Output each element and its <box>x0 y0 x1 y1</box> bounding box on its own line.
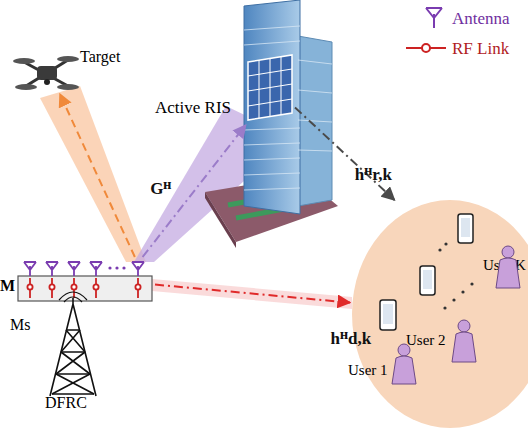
base-station-tower <box>50 292 96 396</box>
direct-beam <box>152 279 352 309</box>
legend-sample <box>404 36 448 62</box>
node-label: User K <box>483 257 526 274</box>
building <box>205 0 338 248</box>
node-label: Active RIS <box>155 99 231 118</box>
rf-link-symbol <box>406 47 446 49</box>
ris-user-channel <box>295 108 395 201</box>
node-label: DFRC <box>45 394 87 412</box>
node-label: User 1 <box>348 362 388 379</box>
ris-panel <box>248 55 292 120</box>
target-node: Target <box>10 42 138 94</box>
antenna-array-node: M <box>0 257 155 303</box>
ris-node: Active RIS <box>150 55 295 125</box>
node-label: Target <box>80 48 120 66</box>
node-label: Ms <box>10 316 30 334</box>
direct-channel <box>155 285 350 303</box>
legend-sample <box>420 4 464 30</box>
rf-link-node <box>422 44 430 52</box>
user-node: User K <box>483 257 528 277</box>
sensing-link <box>60 94 135 257</box>
sensing-beam <box>40 86 146 262</box>
phone-icon <box>380 214 473 330</box>
legend-label: Antenna <box>452 10 510 27</box>
legend-label: RF Link <box>452 40 509 57</box>
user-node: User 2 <box>406 332 456 352</box>
channel-label: hᴴr,k <box>355 166 392 183</box>
base-station-node: MsDFRC <box>5 300 115 415</box>
antenna-symbol <box>426 8 442 28</box>
antenna-array <box>18 262 152 301</box>
user-cluster: User 1 User 2 User K <box>350 200 528 428</box>
building-base-side <box>205 192 236 248</box>
rf-link-symbol <box>27 278 140 298</box>
user-area <box>352 200 528 428</box>
ellipsis-dots <box>438 242 473 309</box>
tower-back <box>298 36 332 206</box>
ellipsis-dots <box>108 266 125 269</box>
bs-ris-channel <box>143 125 246 257</box>
channel-label: Gᴴ <box>150 180 171 197</box>
tower-main <box>244 0 300 214</box>
antenna-symbol <box>24 262 144 276</box>
ellipse-outline <box>350 200 528 428</box>
node-label: User 2 <box>406 332 446 349</box>
tower-windows <box>244 26 332 190</box>
node-label: M <box>0 277 15 295</box>
drone <box>13 56 79 90</box>
user-node: User 1 <box>348 362 398 382</box>
person-icon <box>392 246 520 384</box>
